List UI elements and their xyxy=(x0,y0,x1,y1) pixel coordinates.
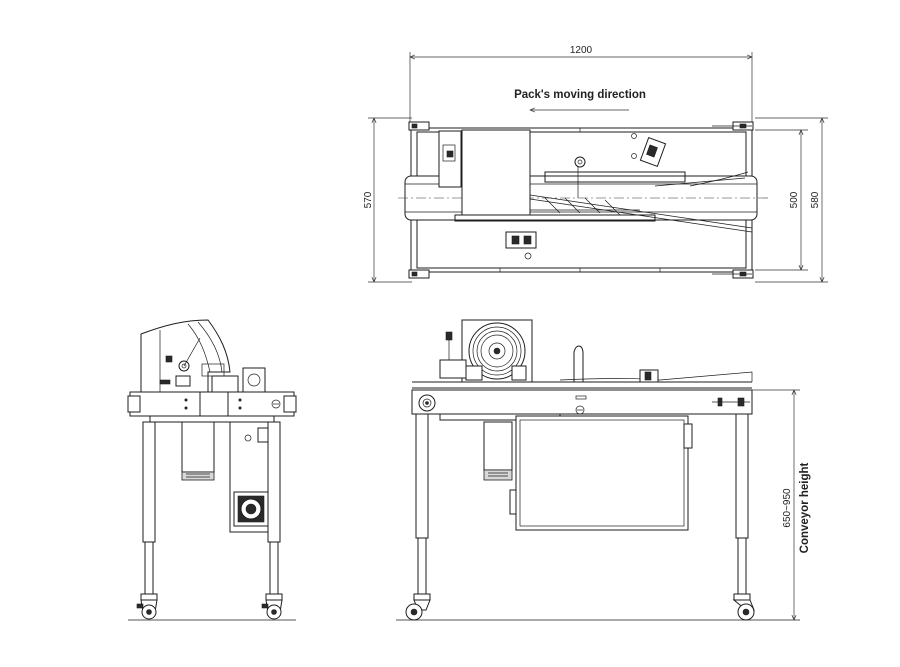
direction-label: Pack's moving direction xyxy=(514,89,646,101)
direction-indicator: Pack's moving direction xyxy=(514,89,646,110)
dimension-length-label: 1200 xyxy=(570,45,593,56)
caster-left xyxy=(136,593,158,620)
caster-side-left xyxy=(405,593,431,621)
dimension-belt-width: 500 xyxy=(755,130,808,270)
conveyor-height-label: Conveyor height xyxy=(799,462,811,553)
dimension-depth-right-label: 580 xyxy=(810,191,821,208)
dimension-depth-right: 580 xyxy=(755,118,828,282)
dimension-length: 1200 xyxy=(410,45,752,130)
dimension-conveyor-height: 650~950 Conveyor height xyxy=(752,390,811,620)
caster-side-right xyxy=(732,593,755,621)
dimension-depth-left-label: 570 xyxy=(363,191,374,208)
top-view: 1200 Pack's moving direction 570 500 580 xyxy=(363,45,828,282)
caster-right xyxy=(261,593,283,620)
dimension-height-range-label: 650~950 xyxy=(782,488,793,528)
machine-top xyxy=(398,121,768,279)
dimension-belt-width-label: 500 xyxy=(789,191,800,208)
side-view: 650~950 Conveyor height xyxy=(396,319,811,621)
end-view xyxy=(127,319,297,621)
dimension-depth-left: 570 xyxy=(363,118,412,282)
